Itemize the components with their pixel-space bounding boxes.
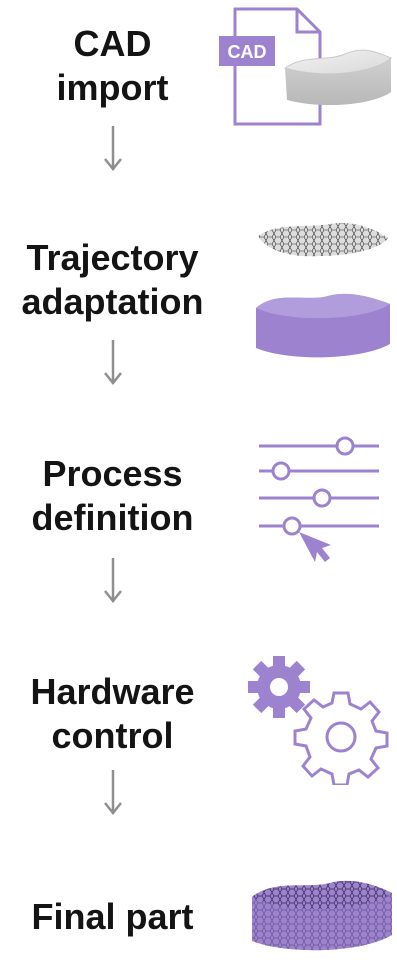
step-label-line-2: control (51, 715, 174, 756)
arrow-down-icon (104, 126, 122, 172)
sliders-icon (255, 432, 385, 567)
step-process-definition: Process definition (0, 452, 225, 540)
step-label-line-2: import (56, 67, 169, 108)
hex-mesh-icon (250, 216, 395, 364)
final-part-icon (248, 875, 395, 955)
arrow-down-icon (104, 770, 122, 816)
step-label-line-1: Final part (31, 896, 194, 937)
step-label-line-2: adaptation (21, 281, 204, 322)
step-label-line-1: Trajectory (26, 237, 199, 278)
arrow-down-icon (104, 558, 122, 604)
step-cad-import: CAD import (0, 22, 225, 110)
arrow-down-icon (104, 340, 122, 386)
cad-file-icon: CAD (215, 6, 395, 128)
step-label-line-2: definition (31, 497, 194, 538)
gears-icon (247, 655, 392, 787)
cad-badge-text: CAD (228, 42, 267, 62)
step-label-line-1: Hardware (30, 671, 195, 712)
step-label-line-1: Process (42, 453, 183, 494)
step-hardware-control: Hardware control (0, 670, 225, 758)
step-final-part: Final part (0, 895, 225, 939)
step-label-line-1: CAD (73, 23, 152, 64)
step-trajectory-adaptation: Trajectory adaptation (0, 236, 225, 324)
